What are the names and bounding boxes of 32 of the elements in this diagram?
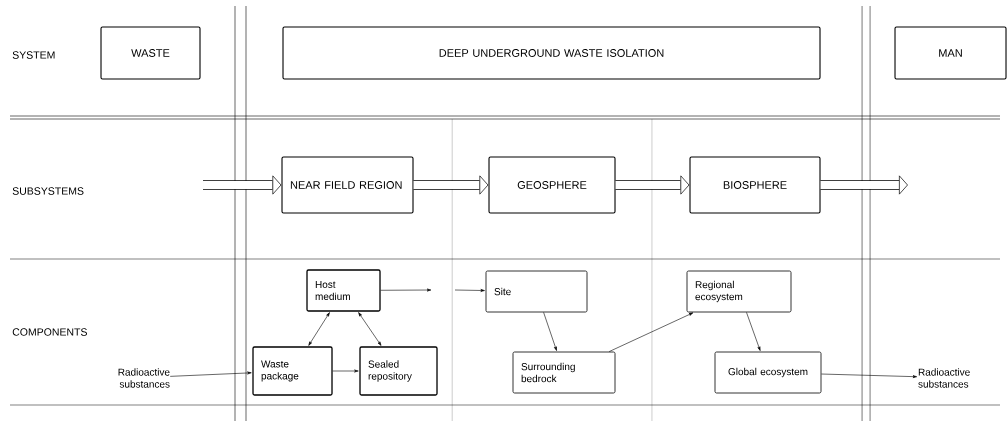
- system-box: MAN: [894, 26, 1007, 80]
- subsystem-box: NEAR FIELD REGION: [281, 156, 414, 214]
- component-box: Sealed repository: [359, 346, 438, 396]
- row-label: SYSTEM: [12, 51, 55, 59]
- component-box: Regional ecosystem: [686, 270, 792, 313]
- component-box: Global ecosystem: [714, 351, 822, 394]
- arrow: [608, 312, 694, 352]
- component-box: Waste package: [252, 346, 333, 396]
- plain-text: Radioactive substances: [118, 368, 170, 388]
- arrow: [380, 288, 432, 292]
- arrow: [821, 373, 918, 379]
- subsystem-box: GEOSPHERE: [488, 156, 616, 214]
- hollow-arrow: [413, 175, 489, 195]
- system-box: DEEP UNDERGROUND WASTE ISOLATION: [282, 26, 821, 80]
- arrow: [169, 371, 252, 377]
- arrow: [746, 312, 761, 351]
- row-label: SUBSYSTEMS: [12, 187, 84, 195]
- arrow: [308, 312, 330, 346]
- system-box: WASTE: [100, 26, 201, 80]
- plain-text: Radioactive substances: [918, 368, 970, 388]
- hollow-arrow: [203, 175, 282, 195]
- arrow: [454, 289, 485, 292]
- row-label: COMPONENTS: [12, 328, 87, 336]
- hollow-arrow: [615, 175, 690, 195]
- arrow: [332, 369, 359, 373]
- hollow-arrow: [820, 175, 908, 195]
- arrow: [543, 312, 557, 351]
- component-box: Site: [485, 270, 588, 313]
- subsystem-box: BIOSPHERE: [689, 156, 821, 214]
- arrow: [358, 312, 382, 346]
- component-box: Host medium: [306, 269, 381, 312]
- component-box: Surrounding bedrock: [512, 351, 616, 394]
